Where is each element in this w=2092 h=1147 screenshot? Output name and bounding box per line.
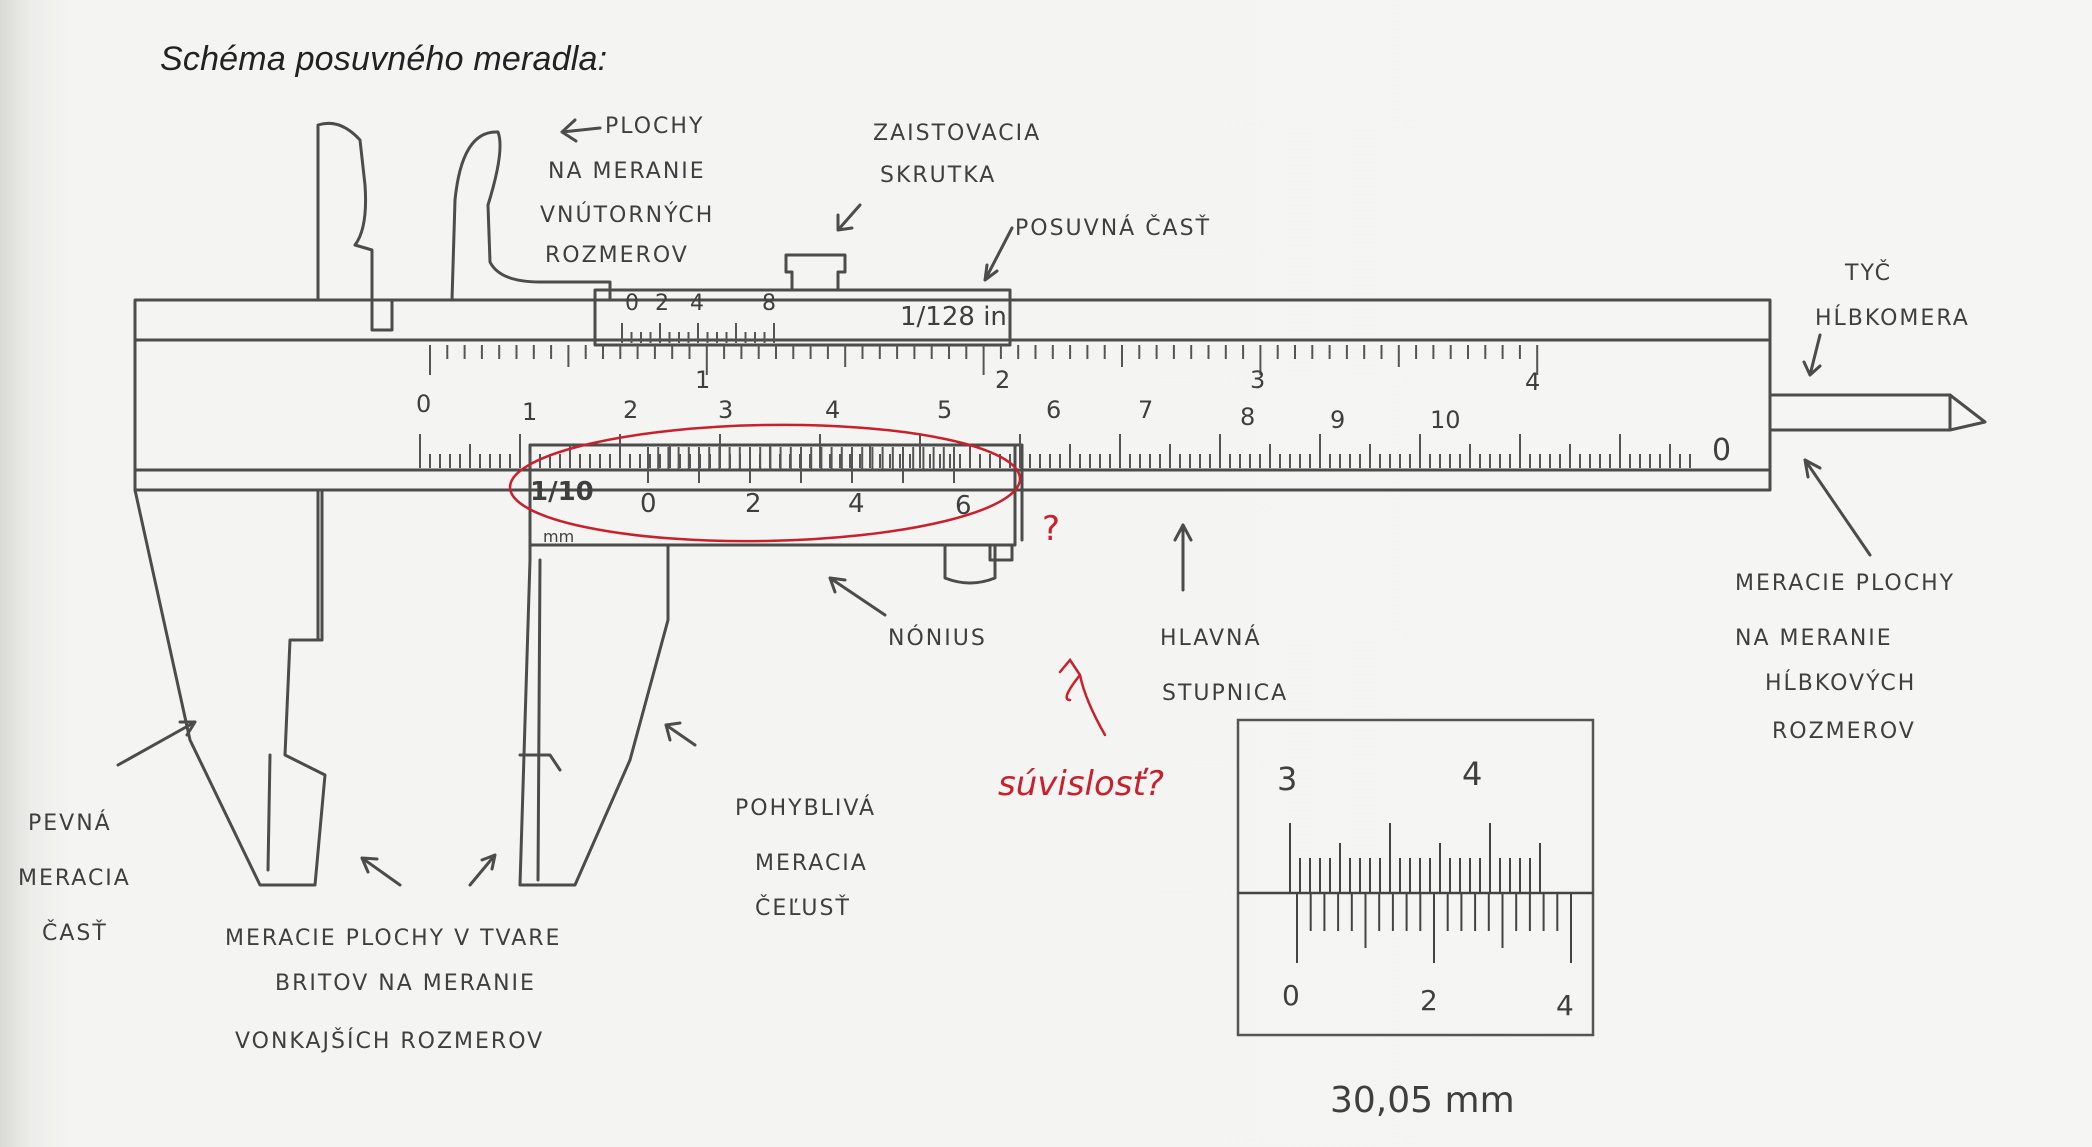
- label-outer-faces-line: MERACIE PLOCHY V TVARE: [225, 926, 561, 951]
- label-sliding-part: POSUVNÁ ČASŤ: [1015, 215, 1211, 241]
- detail-vernier-number: 2: [1420, 984, 1438, 1017]
- vernier-unit: mm: [543, 527, 574, 546]
- end-mark: 0: [1712, 433, 1731, 468]
- label-vernier: NÓNIUS: [888, 625, 987, 651]
- detail-vernier-number: 0: [1282, 979, 1300, 1012]
- arrow-outer-right: [468, 853, 497, 887]
- label-fixed-part-line: ČASŤ: [42, 920, 108, 946]
- cm-number: 9: [1330, 406, 1345, 434]
- reading-detail: 3 4 0 2 4 30,05 mm: [1236, 718, 1595, 1121]
- label-depth-rod-line: TYČ: [1844, 260, 1892, 286]
- label-fixed-part-line: PEVNÁ: [28, 810, 112, 836]
- cm-number: 4: [825, 396, 840, 424]
- detail-main-number: 3: [1277, 760, 1297, 798]
- label-moving-part-line: POHYBLIVÁ: [735, 795, 876, 821]
- arrow-inner-faces: [560, 118, 602, 143]
- thumb-screw: [943, 543, 997, 585]
- label-depth-faces-line: HĹBKOVÝCH: [1765, 670, 1916, 696]
- detail-main-ticks: [1289, 823, 1541, 893]
- arrow-vernier: [828, 576, 887, 617]
- cm-number: 5: [937, 396, 952, 424]
- label-moving-part-line: MERACIA: [755, 851, 868, 876]
- vernier-highlight-ellipse: [508, 423, 1022, 543]
- arrow-locking-screw: [836, 203, 862, 232]
- cm-number: 0: [416, 390, 431, 418]
- label-outer-faces-line: VONKAJŠÍCH ROZMEROV: [235, 1028, 544, 1054]
- detail-vernier-ticks: [1296, 893, 1572, 963]
- page-title: Schéma posuvného meradla:: [160, 40, 608, 78]
- cm-number: 1: [522, 398, 537, 426]
- depth-rod: [1768, 393, 1952, 432]
- upper-slider-window: [593, 288, 1012, 347]
- label-depth-faces-line: MERACIE PLOCHY: [1735, 571, 1955, 596]
- moving-lower-jaw: [518, 488, 670, 887]
- detail-frame: [1236, 718, 1595, 1037]
- inner-jaw-fixed: [316, 121, 394, 332]
- upper-slider-number: 4: [690, 291, 704, 316]
- label-locking-screw-line: ZAISTOVACIA: [873, 121, 1041, 146]
- upper-slider-number: 8: [762, 291, 776, 316]
- vernier-number: 2: [745, 489, 762, 519]
- arrow-depth-faces: [1803, 458, 1872, 557]
- label-main-scale-line: HLAVNÁ: [1160, 625, 1262, 651]
- arrow-moving-part: [664, 721, 697, 747]
- question-mark: ?: [1042, 509, 1060, 549]
- fixed-lower-jaw: [133, 488, 327, 887]
- inner-jaw-moving: [450, 130, 612, 302]
- label-inner-faces-line: NA MERANIE: [548, 159, 706, 184]
- arrow-main-scale: [1173, 523, 1193, 592]
- label-depth-faces-line: ROZMEROV: [1772, 719, 1916, 744]
- vernier-resolution: 1/10: [530, 477, 594, 507]
- detail-vernier-number: 4: [1556, 989, 1574, 1022]
- label-depth-rod-line: HĹBKOMERA: [1815, 305, 1970, 331]
- relation-arrow: [1058, 657, 1107, 737]
- arrow-depth-rod: [1802, 333, 1822, 377]
- label-depth-faces-line: NA MERANIE: [1735, 626, 1893, 651]
- cm-number: 10: [1430, 406, 1461, 434]
- label-outer-faces-line: BRITOV NA MERANIE: [275, 971, 536, 996]
- vernier-number: 6: [955, 491, 972, 521]
- inch-number: 4: [1525, 368, 1540, 396]
- relation-note: súvislosť?: [998, 764, 1164, 804]
- inch-scale-ticks: [429, 345, 1539, 375]
- cm-number: 3: [718, 396, 733, 424]
- label-inner-faces-line: PLOCHY: [605, 114, 704, 139]
- label-inner-faces-line: VNÚTORNÝCH: [540, 202, 714, 228]
- cm-number: 7: [1138, 396, 1153, 424]
- arrow-sliding-part: [983, 226, 1014, 282]
- label-moving-part-line: ČEĽUSŤ: [755, 895, 851, 921]
- lower-slider-body: [666, 543, 1014, 562]
- detail-reading: 30,05 mm: [1330, 1080, 1515, 1121]
- arrow-outer-left: [360, 856, 402, 887]
- inch-number: 2: [995, 366, 1010, 394]
- label-inner-faces-line: ROZMEROV: [545, 243, 689, 268]
- vernier-scale-ticks: [647, 447, 955, 483]
- cm-number: 6: [1046, 396, 1061, 424]
- label-main-scale-line: STUPNICA: [1162, 681, 1288, 706]
- upper-slider-number: 2: [655, 291, 669, 316]
- cm-number: 8: [1240, 403, 1255, 431]
- label-locking-screw-line: SKRUTKA: [880, 163, 996, 188]
- arrow-fixed-part: [116, 720, 197, 767]
- upper-slider-number: 0: [625, 291, 639, 316]
- detail-main-number: 4: [1462, 755, 1482, 793]
- upper-slider-resolution: 1/128 in: [900, 302, 1007, 332]
- vernier-number: 0: [640, 489, 657, 519]
- label-fixed-part-line: MERACIA: [18, 866, 131, 891]
- inch-number: 3: [1250, 366, 1265, 394]
- cm-number: 2: [623, 396, 638, 424]
- upper-slider-ticks: [621, 323, 775, 343]
- main-beam: [133, 298, 1772, 492]
- locking-screw: [784, 253, 847, 292]
- inch-number: 1: [695, 366, 710, 394]
- vernier-number: 4: [848, 489, 865, 519]
